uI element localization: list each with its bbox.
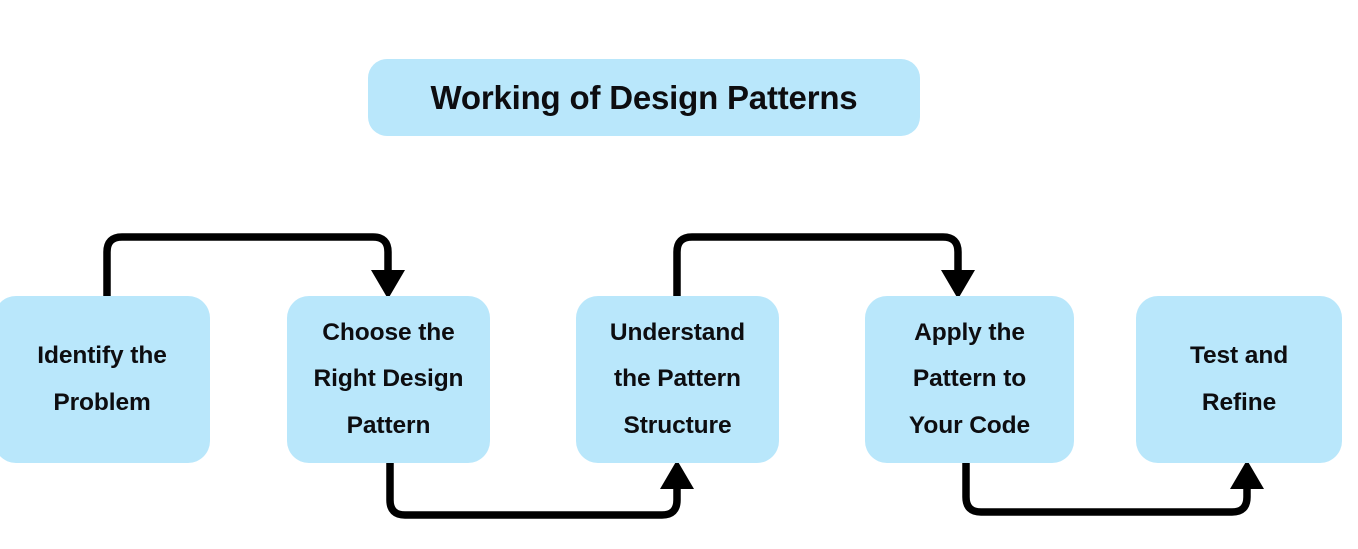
arrow-head-up-icon xyxy=(660,460,694,489)
arrow-head-down-icon xyxy=(941,270,975,299)
connector-apply-to-test xyxy=(962,460,1264,516)
connector-understand-to-apply xyxy=(673,233,975,299)
diagram-title-box: Working of Design Patterns xyxy=(368,59,920,136)
page-title: Working of Design Patterns xyxy=(430,78,858,116)
arrow-head-up-icon xyxy=(1230,460,1264,489)
arrow-head-down-icon xyxy=(371,270,405,299)
connector-identify-to-choose xyxy=(103,233,405,299)
connector-choose-to-understand xyxy=(386,460,694,519)
